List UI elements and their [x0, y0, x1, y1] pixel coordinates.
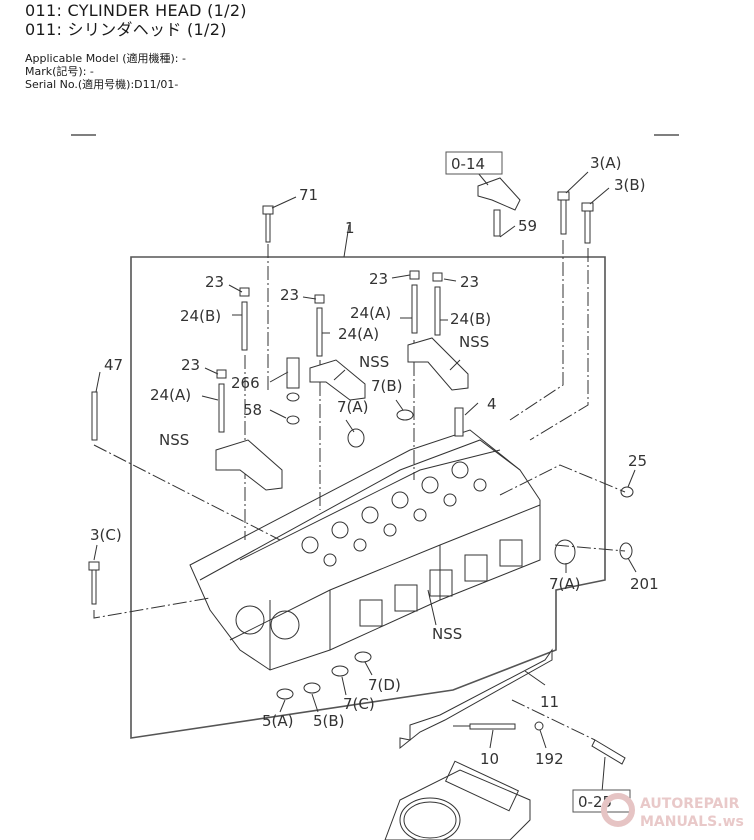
page-title-japanese: 011: シリンダヘッド (1/2)	[25, 20, 227, 39]
stud-47	[91, 391, 281, 541]
stud-0-25	[511, 699, 626, 765]
part-0-14	[477, 177, 521, 211]
callout-266: 266	[231, 374, 260, 392]
callout-nss-a: NSS	[359, 353, 389, 371]
callout-23-e: 23	[181, 356, 200, 374]
callout-7a-a: 7(A)	[337, 398, 369, 416]
callout-5b: 5(B)	[313, 712, 345, 730]
callout-24b-b: 24(B)	[450, 310, 491, 328]
callout-24a-c: 24(A)	[150, 386, 191, 404]
callout-3a: 3(A)	[590, 154, 622, 172]
watermark-line2: MANUALS.ws	[640, 814, 744, 830]
page-title-english: 011: CYLINDER HEAD (1/2)	[25, 1, 247, 20]
callout-nss-d: NSS	[432, 625, 462, 643]
callout-59: 59	[518, 217, 537, 235]
callout-23-d: 23	[460, 273, 479, 291]
callout-nss-b: NSS	[459, 333, 489, 351]
callout-1: 1	[345, 219, 355, 237]
bolt-3c	[88, 561, 211, 619]
watermark-logo-icon	[601, 793, 635, 827]
callout-0-14: 0-14	[451, 155, 485, 173]
watermark: AUTOREPAIR MANUALS.ws	[601, 793, 744, 830]
callout-10: 10	[480, 750, 499, 768]
ref-box-0-14	[445, 151, 503, 175]
seals-and-plugs	[276, 357, 634, 700]
callout-5a: 5(A)	[262, 712, 294, 730]
assembly-frame	[130, 256, 606, 739]
leader-lines	[93, 171, 637, 793]
callout-23-c: 23	[369, 270, 388, 288]
callout-71: 71	[299, 186, 318, 204]
callout-24a-b: 24(A)	[350, 304, 391, 322]
glow-plug-10	[453, 721, 544, 731]
callout-58: 58	[243, 401, 262, 419]
callout-3b: 3(B)	[614, 176, 646, 194]
callout-nss-c: NSS	[159, 431, 189, 449]
studs-and-nuts	[216, 270, 443, 540]
callout-24b-a: 24(B)	[180, 307, 221, 325]
callout-7d: 7(D)	[368, 676, 401, 694]
bolt-71	[262, 205, 274, 390]
callout-23-b: 23	[280, 286, 299, 304]
callout-24a-a: 24(A)	[338, 325, 379, 343]
callout-7b: 7(B)	[371, 377, 403, 395]
bolt-3a	[509, 191, 570, 421]
harness-bracket-11	[399, 648, 553, 750]
callout-4: 4	[487, 395, 497, 413]
bolt-3b	[529, 202, 594, 441]
callout-3c: 3(C)	[90, 526, 122, 544]
callout-25: 25	[628, 452, 647, 470]
applicable-model: Applicable Model (適用機種): -	[25, 52, 186, 65]
callout-47: 47	[104, 356, 123, 374]
bearing-caps	[215, 337, 469, 491]
pin-59	[493, 209, 501, 237]
callout-23-a: 23	[205, 273, 224, 291]
callout-7a-b: 7(A)	[549, 575, 581, 593]
mark: Mark(記号): -	[25, 65, 94, 78]
callout-11: 11	[540, 693, 559, 711]
callout-201: 201	[630, 575, 659, 593]
callout-192: 192	[535, 750, 564, 768]
serial-number: Serial No.(適用号機):D11/01-	[25, 78, 179, 91]
callout-7c: 7(C)	[343, 695, 375, 713]
head-gasket	[384, 760, 531, 840]
watermark-line1: AUTOREPAIR	[640, 796, 740, 812]
